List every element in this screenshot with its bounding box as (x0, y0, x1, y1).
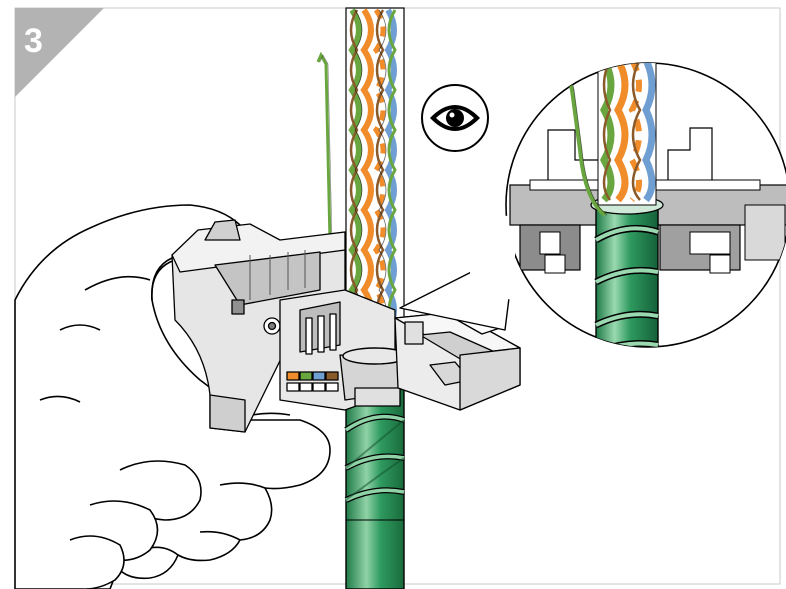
step-number: 3 (24, 22, 43, 60)
eye-icon (422, 85, 488, 151)
